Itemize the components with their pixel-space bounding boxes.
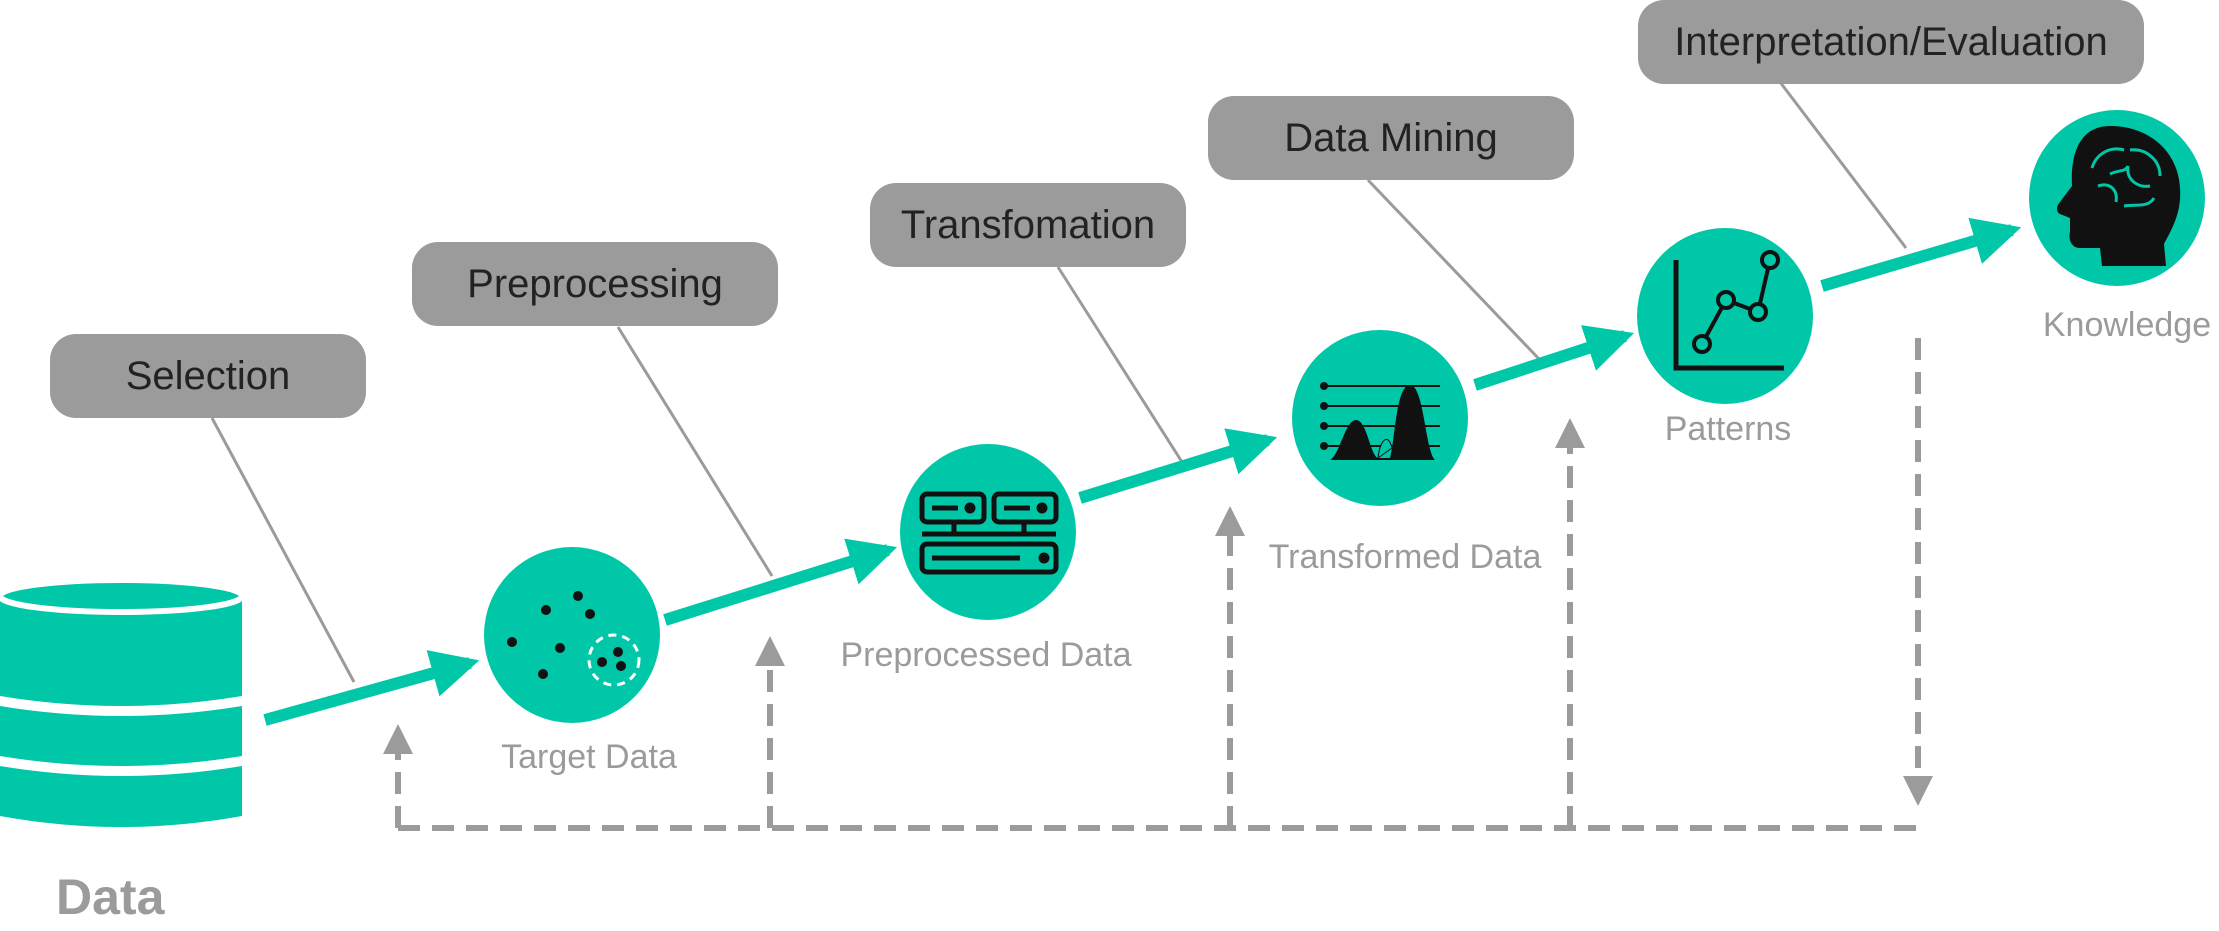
node-label-transformed-data: Transformed Data	[1268, 538, 1542, 576]
step-pill-selection: Selection	[50, 334, 366, 418]
flow-arrow-patterns-to-knowledge	[1820, 217, 2022, 292]
flow-arrow-target-to-preprocessed	[663, 538, 898, 626]
step-pill-data-mining: Data Mining	[1208, 96, 1574, 180]
step-pill-data-mining-label: Data Mining	[1284, 115, 1498, 160]
node-label-target-data: Target Data	[501, 738, 677, 776]
distribution-chart-icon	[1320, 382, 1440, 460]
database-icon	[0, 577, 245, 827]
step-pill-preprocessing: Preprocessing	[412, 242, 778, 326]
step-pill-preprocessing-label: Preprocessing	[467, 261, 723, 306]
target-data-node	[484, 547, 660, 723]
node-label-knowledge: Knowledge	[2042, 306, 2212, 344]
step-pill-selection-label: Selection	[125, 353, 291, 398]
line-chart-icon	[1673, 250, 1784, 371]
feedback-loop	[383, 338, 1933, 831]
flow-arrow-preprocessed-to-transformed	[1078, 428, 1278, 504]
connector-line-data-mining	[1366, 178, 1542, 362]
patterns-node	[1637, 228, 1813, 404]
connector-lines	[210, 81, 1908, 683]
connector-line-interpretation	[1778, 81, 1908, 249]
step-pill-interpretation-evaluation-label: Interpretation/Evaluation	[1674, 19, 2108, 64]
step-pill-transformation: Transfomation	[870, 183, 1186, 267]
flow-arrow-transformed-to-patterns	[1473, 325, 1635, 391]
node-label-data: Data	[56, 869, 165, 925]
step-pill-transformation-label: Transfomation	[900, 202, 1156, 247]
brain-head-icon	[2057, 126, 2181, 266]
scatter-dots-icon	[507, 591, 641, 687]
node-label-preprocessed-data: Preprocessed Data	[840, 636, 1132, 674]
flow-arrows	[263, 217, 2022, 726]
node-label-patterns: Patterns	[1664, 410, 1792, 448]
flow-arrow-data-to-target	[263, 650, 480, 726]
connector-line-preprocessing	[616, 326, 774, 577]
transformed-data-node	[1292, 330, 1468, 506]
connector-line-transformation	[1056, 266, 1184, 463]
step-pill-interpretation-evaluation: Interpretation/Evaluation	[1638, 0, 2144, 84]
connector-line-selection	[210, 417, 356, 683]
server-racks-icon	[919, 491, 1059, 575]
